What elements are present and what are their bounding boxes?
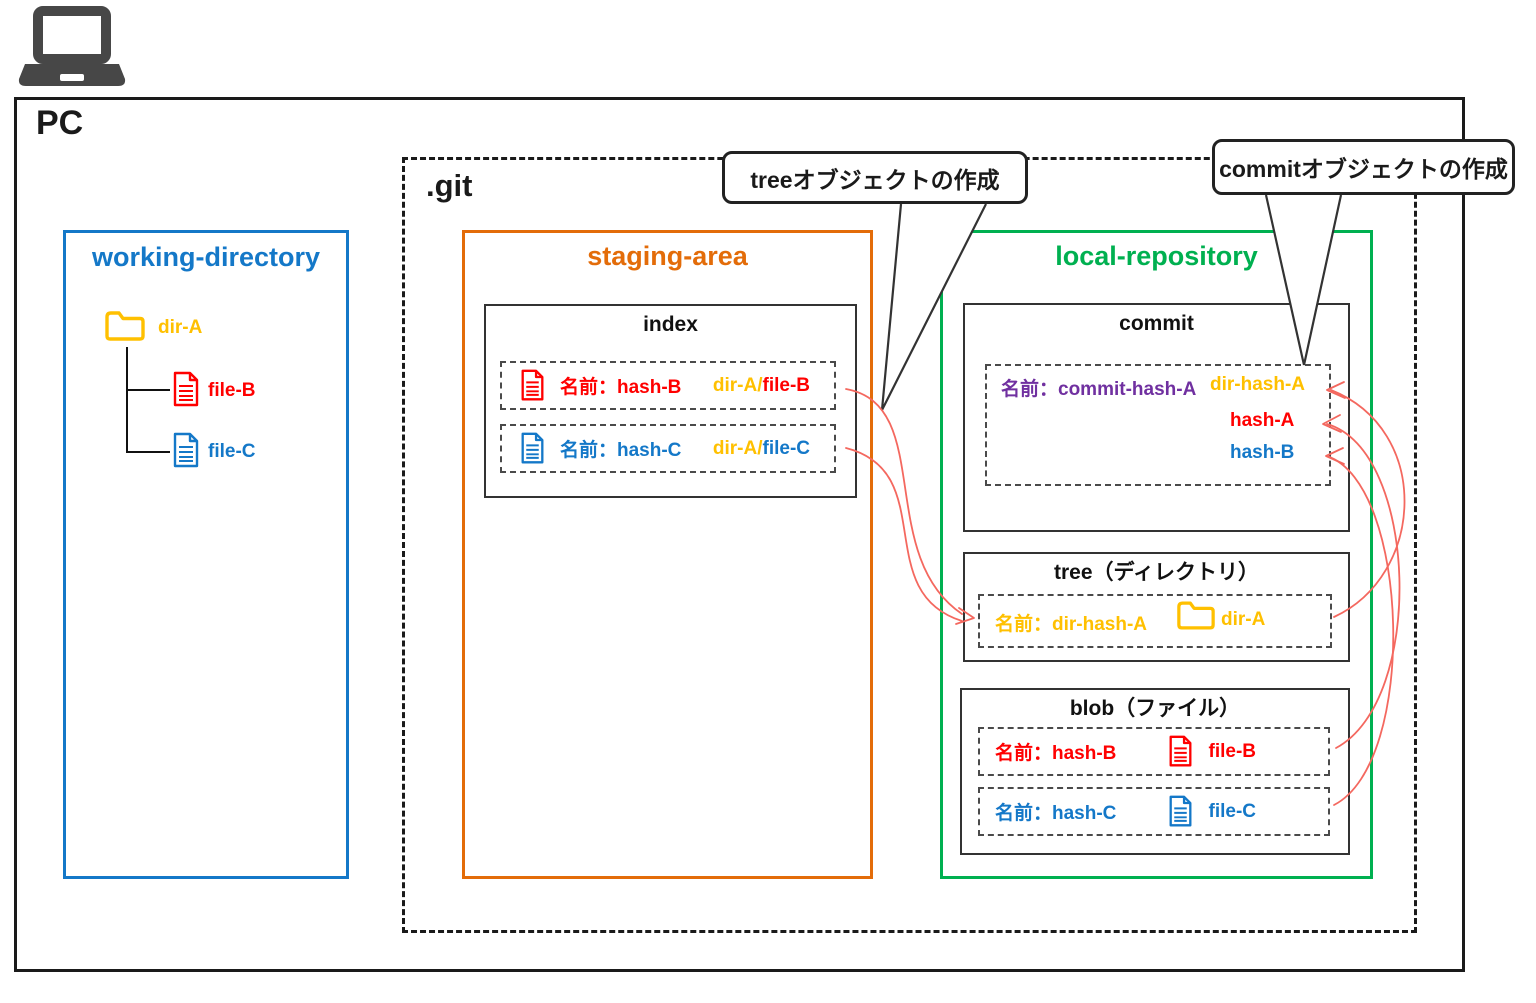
index-entry: 名前：hash-B dir-A/file-B — [500, 361, 836, 410]
file-c-label: file-C — [208, 441, 256, 462]
tree-name: 名前：dir-hash-A — [995, 614, 1148, 635]
tree-callout-label: treeオブジェクトの作成 — [750, 166, 1000, 193]
tree-title: tree（ディレクトリ） — [1053, 561, 1260, 584]
tree-dir-label: dir-A — [1221, 609, 1266, 630]
working-directory-box: working-directory — [63, 230, 349, 879]
tree-callout: treeオブジェクトの作成 — [722, 151, 1028, 204]
index-entry: 名前：hash-C dir-A/file-C — [500, 424, 836, 473]
staging-area-title: staging-area — [587, 241, 748, 271]
file-icon-red — [173, 371, 199, 407]
file-icon-blue — [1169, 795, 1191, 827]
blob-entry-name: 名前：hash-B — [995, 743, 1117, 764]
commit-ref-hash-b: hash-B — [1230, 442, 1295, 463]
index-entry-path: dir-A/file-B — [713, 375, 810, 397]
path-file: file-C — [762, 437, 811, 459]
commit-callout-label: commitオブジェクトの作成 — [1219, 156, 1508, 182]
index-entry-name: 名前：hash-B — [560, 377, 682, 398]
index-title: index — [643, 313, 698, 336]
laptop-icon — [18, 6, 126, 86]
file-icon-blue — [173, 432, 199, 468]
folder-icon — [1177, 601, 1215, 630]
blob-title: blob（ファイル） — [1069, 697, 1241, 720]
working-directory-title: working-directory — [91, 242, 321, 272]
index-entry-name: 名前：hash-C — [560, 440, 682, 461]
path-dir: dir-A/ — [712, 374, 763, 396]
folder-icon — [105, 311, 145, 341]
dir-a-label: dir-A — [158, 317, 203, 338]
tree-connector-branch — [126, 389, 170, 391]
blob-entry-name: 名前：hash-C — [995, 803, 1117, 824]
pc-box — [14, 97, 1465, 972]
commit-ref-hash-a: hash-A — [1230, 410, 1295, 431]
pc-label: PC — [36, 104, 84, 142]
file-icon-red — [521, 369, 544, 401]
git-label: .git — [426, 168, 473, 203]
tree-connector-branch — [126, 451, 170, 453]
file-icon-blue — [521, 432, 544, 464]
path-dir: dir-A/ — [712, 437, 763, 459]
blob-file-label: file-B — [1208, 740, 1257, 762]
file-b-label: file-B — [208, 380, 256, 401]
index-entry-path: dir-A/file-C — [713, 438, 810, 460]
commit-ref-dir-hash-a: dir-hash-A — [1210, 374, 1305, 395]
blob-entry: 名前：hash-C file-C — [978, 787, 1330, 836]
commit-callout: commitオブジェクトの作成 — [1212, 139, 1515, 195]
path-file: file-B — [762, 374, 811, 396]
tree-connector-vertical — [126, 347, 128, 452]
commit-name: 名前：commit-hash-A — [1001, 379, 1197, 400]
blob-file-label: file-C — [1208, 800, 1257, 822]
commit-title: commit — [1119, 312, 1194, 335]
file-icon-red — [1169, 735, 1191, 767]
blob-entry: 名前：hash-B file-B — [978, 727, 1330, 776]
local-repository-title: local-repository — [1055, 241, 1258, 271]
